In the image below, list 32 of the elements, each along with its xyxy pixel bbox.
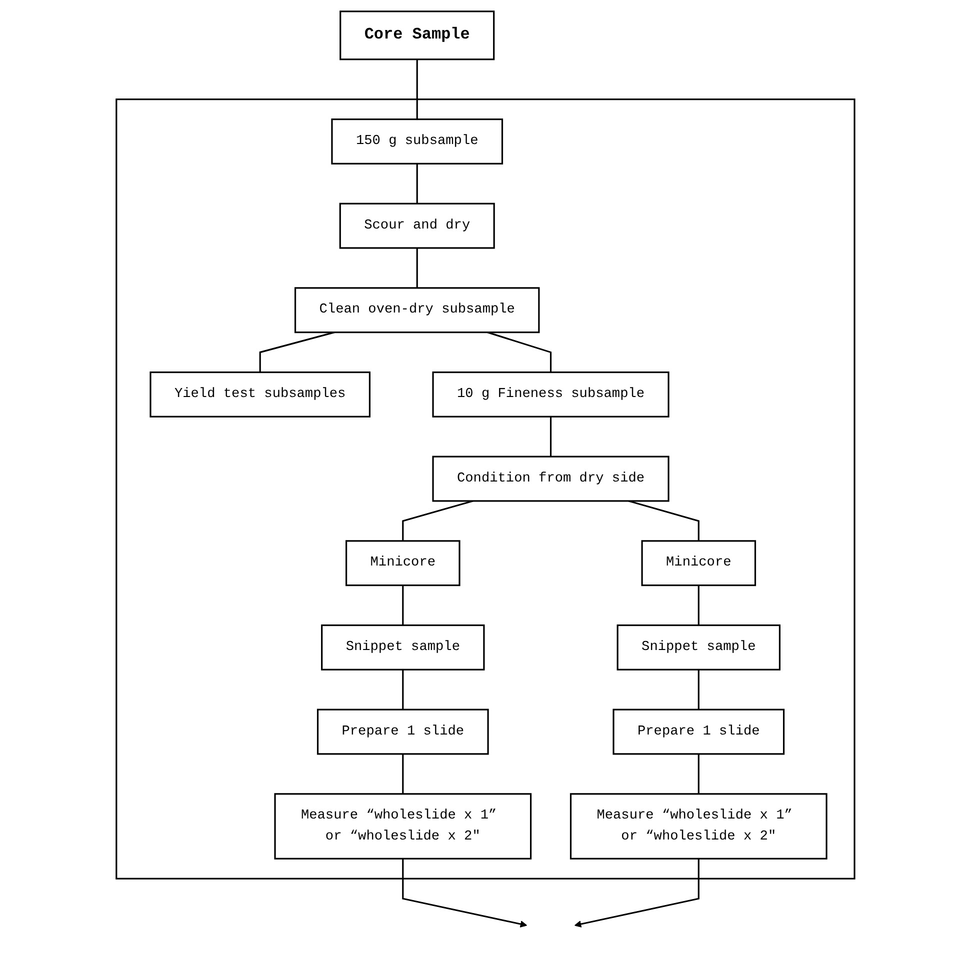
node-box: Prepare 1 slide: [316, 708, 488, 755]
connector: [550, 416, 552, 457]
connector: [416, 248, 418, 288]
connector: [416, 59, 418, 120]
connector: [628, 500, 699, 541]
node-box: Snippet sample: [320, 624, 484, 670]
node-box: Clean oven-dry subsample: [294, 287, 540, 334]
connector: [697, 670, 699, 710]
connector: [258, 332, 334, 372]
arrow: [574, 858, 699, 928]
connector: [402, 585, 404, 626]
connector: [416, 164, 418, 204]
node-box: Measure “wholeslide x 1” or “wholeslide x 2": [570, 793, 827, 860]
connector: [402, 500, 473, 541]
connector: [486, 332, 552, 372]
node-box: Snippet sample: [616, 624, 780, 670]
node-box: 150 g subsample: [330, 118, 503, 164]
node-box: Minicore: [345, 540, 460, 586]
connector: [402, 670, 404, 710]
node-box: Measure “wholeslide x 1” or “wholeslide x 2": [274, 793, 532, 860]
node-box: Minicore: [640, 540, 756, 586]
cluster: [115, 98, 855, 880]
node-box: Yield test subsamples: [149, 371, 370, 418]
node-box: Core Sample: [339, 10, 494, 60]
node-box: Prepare 1 slide: [612, 708, 784, 755]
connector: [402, 754, 404, 794]
connector: [697, 754, 699, 794]
node-box: Scour and dry: [338, 202, 494, 249]
connector: [697, 585, 699, 626]
node-box: 10 g Fineness subsample: [432, 371, 669, 418]
arrow: [402, 858, 527, 928]
node-box: Condition from dry side: [432, 456, 669, 502]
